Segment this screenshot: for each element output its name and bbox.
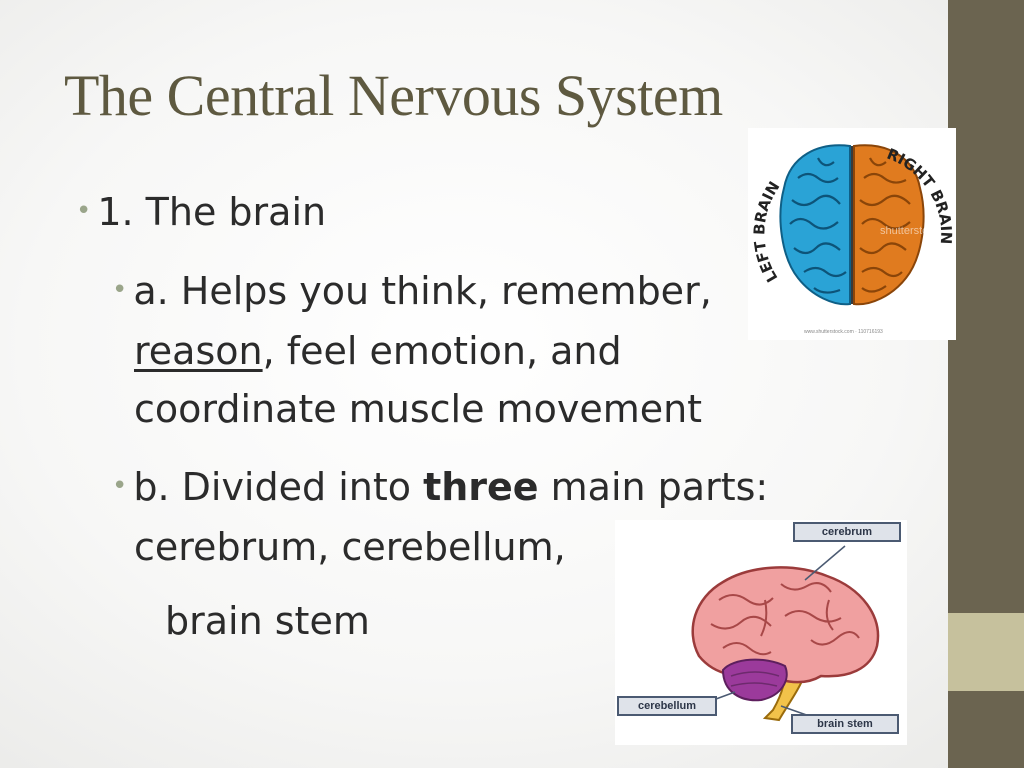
brain-hemispheres-illustration: LEFT BRAIN RIGHT BRAIN shutterstock www.… bbox=[750, 144, 955, 335]
image-credit: www.shutterstock.com · 110716193 bbox=[804, 329, 883, 335]
bullet-item-1a: •a. Helps you think, remember, bbox=[112, 262, 712, 325]
item-1b-text-pre: b. Divided into bbox=[133, 465, 424, 509]
cerebrum-label: cerebrum bbox=[793, 522, 901, 542]
left-folds bbox=[789, 157, 847, 294]
cerebellum-folds bbox=[730, 671, 780, 687]
right-folds bbox=[859, 157, 911, 293]
item-1a-line-2-rest: , feel emotion, and bbox=[262, 329, 622, 373]
side-accent bbox=[948, 613, 1024, 691]
bullet-item-1b: •b. Divided into three main parts: bbox=[112, 458, 768, 521]
item-1a-line-3: coordinate muscle movement bbox=[134, 387, 703, 431]
cerebellum-label: cerebellum bbox=[617, 696, 717, 716]
brain-hemispheres-image: LEFT BRAIN RIGHT BRAIN shutterstock www.… bbox=[748, 128, 956, 340]
left-hemisphere bbox=[779, 144, 851, 306]
brain-anatomy-image: cerebrum cerebellum brain stem bbox=[615, 520, 907, 745]
watermark-text: shutterstock bbox=[880, 225, 940, 237]
bullet-icon: • bbox=[112, 275, 128, 305]
item-1-text: 1. The brain bbox=[97, 190, 327, 234]
slide-title: The Central Nervous System bbox=[64, 63, 723, 128]
underlined-word: reason bbox=[134, 329, 263, 373]
right-hemisphere bbox=[853, 144, 925, 306]
left-brain-label: LEFT BRAIN bbox=[750, 178, 783, 285]
brain-anatomy-illustration bbox=[691, 545, 880, 722]
cerebrum-folds bbox=[710, 582, 860, 656]
brain-stem-label: brain stem bbox=[791, 714, 899, 734]
item-1b-line-3: brain stem bbox=[165, 599, 370, 643]
item-1b-line-2: cerebrum, cerebellum, bbox=[134, 525, 566, 569]
bold-word: three bbox=[423, 465, 539, 509]
bullet-icon: • bbox=[112, 471, 128, 501]
bullet-icon: • bbox=[76, 196, 92, 226]
bullet-item-1: •1. The brain bbox=[76, 190, 326, 234]
svg-text:LEFT BRAIN: LEFT BRAIN bbox=[750, 178, 783, 285]
item-1a-text: a. Helps you think, remember, bbox=[133, 269, 712, 313]
cerebellum-shape bbox=[721, 658, 788, 702]
cerebrum-shape bbox=[691, 566, 880, 684]
item-1b-text-post: main parts: bbox=[538, 465, 769, 509]
item-1a-line-2: reason, feel emotion, and bbox=[134, 329, 622, 373]
